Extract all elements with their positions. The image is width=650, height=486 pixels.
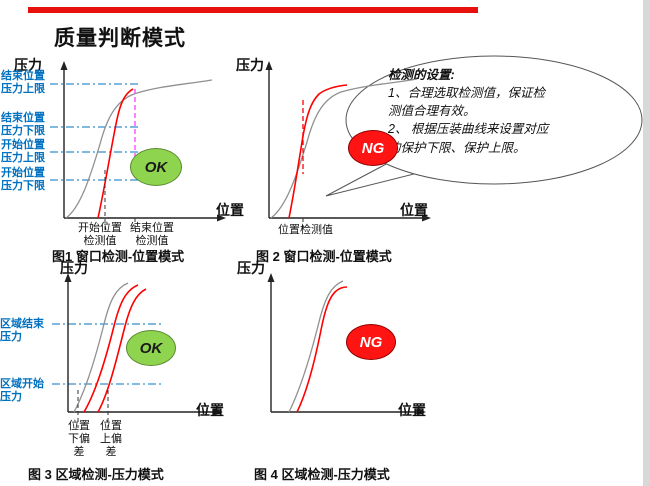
fig4-caption: 图 4 区域检测-压力模式: [254, 467, 390, 482]
callout-bubble: [325, 55, 643, 197]
page-title: 质量判断模式: [54, 27, 186, 50]
fig2-caption: 图 2 窗口检测-位置模式: [256, 249, 392, 264]
fig1-caption: 图1 窗口检测-位置模式: [52, 249, 185, 264]
fig1-start-detect-label: 开始位置 检测值: [74, 222, 126, 248]
fig1-limit-label-start-lower: 开始位置 压力下限: [1, 167, 45, 193]
fig4-ng-badge: NG: [346, 324, 396, 360]
limit-label-line: 区域开始: [0, 378, 44, 390]
limit-label-line: 结束位置: [1, 70, 45, 82]
callout-line: 的保护下限、保护上限。: [388, 140, 526, 155]
detect-label-line: 结束位置: [130, 222, 174, 234]
fig4-position-axis-label: 位置: [398, 402, 426, 418]
limit-label-line: 压力: [0, 331, 22, 343]
deviation-label-line: 差: [105, 446, 117, 458]
fig1-end-detect-label: 结束位置 检测值: [126, 222, 178, 248]
limit-label-line: 压力下限: [1, 125, 45, 137]
callout-heading: 检测的设置:: [388, 68, 455, 82]
callout-line: 1、合理选取检测值，保证检: [388, 86, 545, 101]
callout-line: 2、 根据压装曲线来设置对应: [388, 122, 549, 137]
fig1-position-axis-label: 位置: [216, 202, 244, 218]
limit-label-line: 压力上限: [1, 83, 45, 95]
detect-label-line: 检测值: [83, 235, 117, 247]
limit-label-line: 结束位置: [1, 112, 45, 124]
fig1-pressure-axis-label: 压力: [14, 57, 42, 73]
accent-bar: [28, 7, 478, 13]
limit-label-line: 压力上限: [1, 152, 45, 164]
fig4-pressure-axis-label: 压力: [237, 260, 265, 276]
deviation-label-line: 位置: [68, 420, 90, 432]
deviation-label-line: 上偏: [100, 433, 122, 445]
fig3-caption: 图 3 区域检测-压力模式: [28, 467, 164, 482]
fig3-limit-label-region-start: 区域开始 压力: [0, 378, 44, 404]
fig2-position-axis-label: 位置: [400, 202, 428, 218]
limit-label-line: 压力: [0, 391, 22, 403]
detect-label-line: 开始位置: [78, 222, 122, 234]
fig2-detect-label: 位置检测值: [278, 224, 333, 236]
fig3-pressure-axis-label: 压力: [60, 260, 88, 276]
limit-label-line: 开始位置: [1, 167, 45, 179]
deviation-label-line: 位置: [100, 420, 122, 432]
fig2-pressure-axis-label: 压力: [236, 57, 264, 73]
limit-label-line: 压力下限: [1, 180, 45, 192]
fig4-plot: [267, 273, 426, 416]
callout-text: 检测的设置: 1、合理选取检测值，保证检 测值合理有效。 2、 根据压装曲线来设…: [388, 66, 616, 157]
fig3-lower-deviation-label: 位置 下偏 差: [64, 420, 94, 459]
deviation-label-line: 下偏: [68, 433, 90, 445]
fig3-upper-deviation-label: 位置 上偏 差: [96, 420, 126, 459]
fig3-limit-label-region-end: 区域结束 压力: [0, 318, 44, 344]
fig1-limit-label-start-upper: 开始位置 压力上限: [1, 139, 45, 165]
fig1-plot: [50, 61, 226, 230]
fig2-plot: [265, 61, 431, 230]
fig3-plot: [52, 273, 223, 428]
fig3-ok-badge: OK: [126, 330, 176, 366]
deviation-label-line: 差: [73, 446, 85, 458]
fig3-position-axis-label: 位置: [196, 402, 224, 418]
callout-line: 测值合理有效。: [388, 104, 476, 119]
fig1-ok-badge: OK: [130, 148, 182, 186]
limit-label-line: 开始位置: [1, 139, 45, 151]
fig1-limit-label-end-lower: 结束位置 压力下限: [1, 112, 45, 138]
fig1-limit-label-end-upper: 结束位置 压力上限: [1, 70, 45, 96]
limit-label-line: 区域结束: [0, 318, 44, 330]
detect-label-line: 检测值: [135, 235, 169, 247]
page-edge: [643, 0, 650, 486]
fig2-ng-badge: NG: [348, 130, 398, 166]
